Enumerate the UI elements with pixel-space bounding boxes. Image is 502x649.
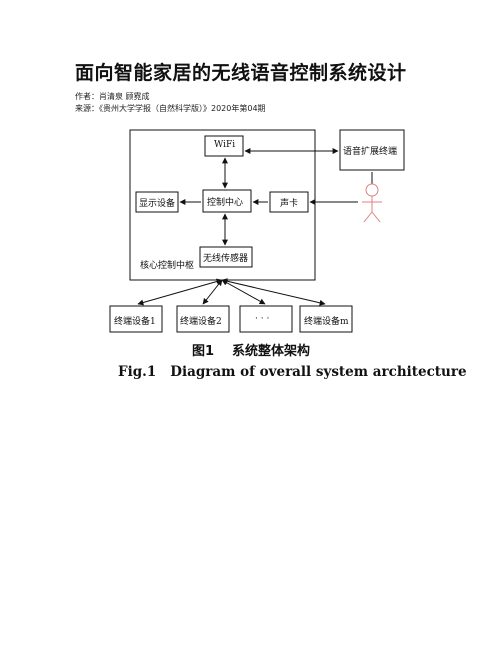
hub-terminal-dots-arrow [221, 279, 266, 305]
architecture-diagram: WiFi 控制中心 显示设备 声卡 无线传感器 核心控制中枢 语音扩展终端 终端… [100, 120, 420, 390]
terminal-dots-label: · · · [255, 314, 270, 324]
sensor-label: 无线传感器 [203, 254, 249, 264]
sensor-box [199, 246, 253, 268]
wifi-label: WiFi [214, 140, 236, 150]
sound-card-box [269, 191, 309, 213]
core-hub-label: 核心控制中枢 [140, 261, 195, 271]
terminal-m-box [299, 305, 353, 333]
figure-caption-en: Fig.1 Diagram of overall system architect… [118, 364, 467, 380]
voice-terminal-box [339, 129, 405, 171]
hub-terminal-2-arrow [202, 279, 223, 305]
caption-cn-text: 系统整体架构 [232, 344, 311, 359]
caption-cn-number: 图1 [192, 344, 215, 359]
source-line: 来源：《贵州大学学报（自然科学版）》2020年第04期 [75, 104, 266, 113]
display-label: 显示设备 [139, 199, 176, 209]
terminal-1-box [109, 305, 163, 333]
diagram-lines [109, 129, 405, 333]
terminal-1-label: 终端设备1 [114, 317, 156, 327]
terminal-2-label: 终端设备2 [180, 317, 222, 327]
document-title: 面向智能家居的无线语音控制系统设计 [75, 62, 407, 84]
caption-en-number: Fig.1 [118, 364, 157, 380]
hub-terminal-m-arrow [221, 278, 326, 306]
wifi-box [204, 135, 244, 157]
display-box [135, 191, 179, 213]
user-figure [362, 183, 382, 223]
control-center-label: 控制中心 [207, 198, 244, 208]
hub-terminal-1-arrow [137, 278, 223, 306]
caption-en-text: Diagram of overall system architecture [170, 364, 467, 380]
control-center-box [202, 189, 252, 213]
terminal-m-label: 终端设备m [304, 317, 349, 327]
figure-caption-cn: 图1 系统整体架构 [192, 340, 310, 359]
terminal-2-box [176, 305, 230, 333]
voice-terminal-label: 语音扩展终端 [343, 147, 398, 157]
terminal-dots-box [239, 305, 293, 333]
sound-card-label: 声卡 [280, 199, 299, 209]
author-line: 作者：肖清泉 顾霓成 [75, 92, 150, 101]
